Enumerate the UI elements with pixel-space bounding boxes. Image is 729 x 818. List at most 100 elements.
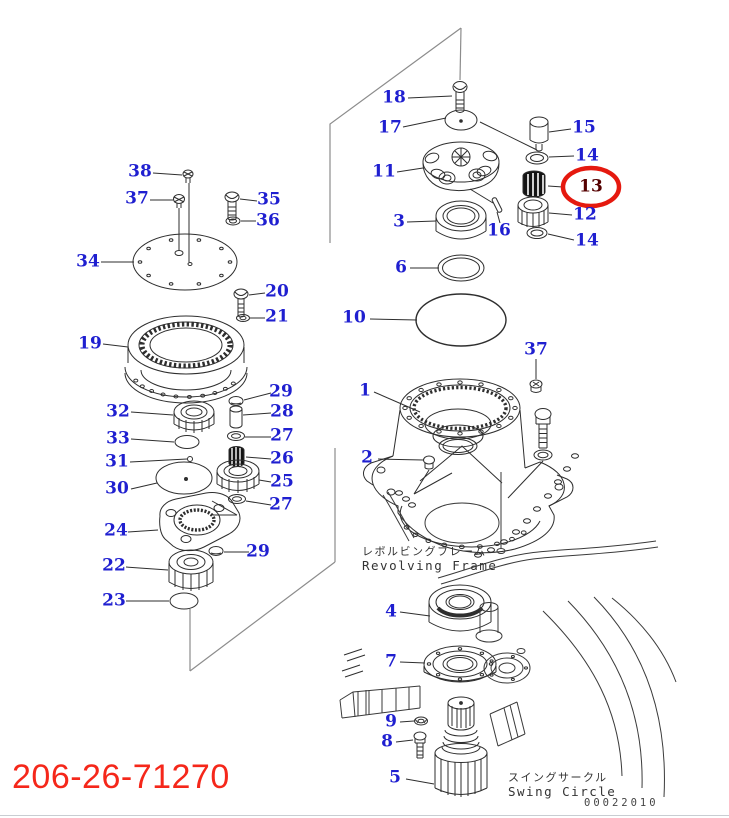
part-callout-37: 37 (524, 339, 548, 360)
part-37-plug-right (529, 379, 543, 393)
break-marks (341, 648, 366, 678)
part-22-coupling (168, 549, 214, 591)
part-14-washer-lower (526, 227, 548, 239)
part-13-needle-bearing (522, 170, 546, 198)
part-4-bearing (428, 584, 492, 632)
part-callout-11: 11 (372, 161, 396, 182)
part-29-plug-lower (208, 546, 224, 556)
part-25-bearing (216, 459, 260, 493)
highlight-circle (560, 165, 622, 209)
part-30-plate (155, 461, 213, 495)
group-border-lines (189, 27, 462, 672)
part-33-seal (174, 435, 200, 449)
part-callout-28: 28 (270, 401, 294, 422)
part-callout-5: 5 (389, 767, 401, 788)
part-29-plug-upper (228, 396, 244, 406)
part-callout-30: 30 (105, 478, 129, 499)
part-callout-17: 17 (378, 117, 402, 138)
part-9-nut (414, 716, 428, 726)
part-23-cap (169, 592, 199, 610)
revolving-frame-label-jp: レボルビングフレーム (362, 545, 487, 558)
part-17-plate (444, 109, 478, 131)
revolving-frame-outline (382, 472, 659, 585)
mounting-bolt-and-washer (507, 408, 553, 499)
part-callout-35: 35 (257, 189, 281, 210)
part-35-bolt (224, 191, 240, 221)
bottom-divider (0, 815, 729, 816)
part-callout-37: 37 (125, 188, 149, 209)
part-36-washer (225, 216, 241, 226)
part-7-flange (423, 645, 497, 683)
part-callout-1: 1 (359, 380, 371, 401)
part-callout-33: 33 (106, 428, 130, 449)
part-callout-36: 36 (256, 210, 280, 231)
part-callout-22: 22 (102, 555, 126, 576)
part-27-washer-upper (227, 431, 245, 441)
part-callout-29: 29 (246, 541, 270, 562)
part-callout-27: 27 (270, 425, 294, 446)
part-callout-7: 7 (385, 651, 397, 672)
part-callout-32: 32 (106, 401, 130, 422)
part-8-bolt (413, 731, 427, 759)
part-callout-24: 24 (104, 520, 128, 541)
part-callout-20: 20 (265, 281, 289, 302)
part-12-coupling (517, 196, 549, 228)
part-callout-31: 31 (105, 451, 129, 472)
part-callout-29: 29 (269, 381, 293, 402)
frame-edge-band (339, 685, 421, 719)
drawing-code-text: 00022010 (584, 797, 659, 809)
part-16-pin (469, 188, 503, 213)
part-callout-38: 38 (128, 161, 152, 182)
part-10-oring (415, 293, 507, 347)
part-5-pinion (434, 696, 488, 797)
part-38-fitting (182, 169, 194, 262)
part-callout-2: 2 (361, 447, 373, 468)
part-11-carrier (422, 141, 500, 192)
part-20-bolt (233, 288, 249, 318)
frame-bolt-holes (395, 453, 579, 558)
part-2-bolt (413, 455, 453, 495)
part-callout-13: 13 (579, 176, 603, 197)
part-6-seal (437, 254, 485, 282)
part-19-ring-gear (124, 315, 248, 404)
part-callout-18: 18 (382, 87, 406, 108)
part-21-washer (236, 314, 250, 322)
part-callout-19: 19 (78, 333, 102, 354)
part-1-swing-machinery-case (363, 359, 574, 554)
part-37-fitting-left (173, 194, 185, 256)
part-callout-14: 14 (575, 145, 599, 166)
part-24-plate (159, 492, 241, 552)
part-31-ball (187, 456, 193, 462)
part-callout-15: 15 (572, 117, 596, 138)
part-callout-8: 8 (381, 731, 393, 752)
swing-circle-label-en: Swing Circle (508, 784, 617, 799)
part-27-washer-lower (228, 494, 246, 504)
swing-circle-label-jp: スイングサークル (508, 771, 608, 784)
part-callout-26: 26 (270, 448, 294, 469)
part-callout-16: 16 (487, 220, 511, 241)
part-callout-3: 3 (393, 211, 405, 232)
part-callout-14: 14 (575, 230, 599, 251)
part-callout-27: 27 (269, 494, 293, 515)
revolving-frame-label-en: Revolving Frame (362, 558, 498, 573)
part-28-pin (229, 405, 243, 429)
part-callout-6: 6 (395, 257, 407, 278)
part-callout-4: 4 (385, 601, 397, 622)
callout-leader-lines (101, 95, 575, 785)
part-number-text: 206-26-71270 (12, 758, 230, 796)
part-34-cover (132, 233, 238, 291)
part-callout-23: 23 (102, 590, 126, 611)
part-callout-9: 9 (385, 711, 397, 732)
part-callout-12: 12 (573, 204, 597, 225)
part-15-pin (529, 116, 549, 152)
part-14-washer-upper (525, 151, 549, 165)
part-callout-34: 34 (76, 251, 100, 272)
part-callout-21: 21 (265, 306, 289, 327)
swing-circle-arcs (475, 596, 677, 798)
flange-bolt-holes (133, 238, 528, 681)
part-callout-10: 10 (342, 307, 366, 328)
part-3-bearing (435, 200, 487, 240)
part-callout-25: 25 (270, 471, 294, 492)
